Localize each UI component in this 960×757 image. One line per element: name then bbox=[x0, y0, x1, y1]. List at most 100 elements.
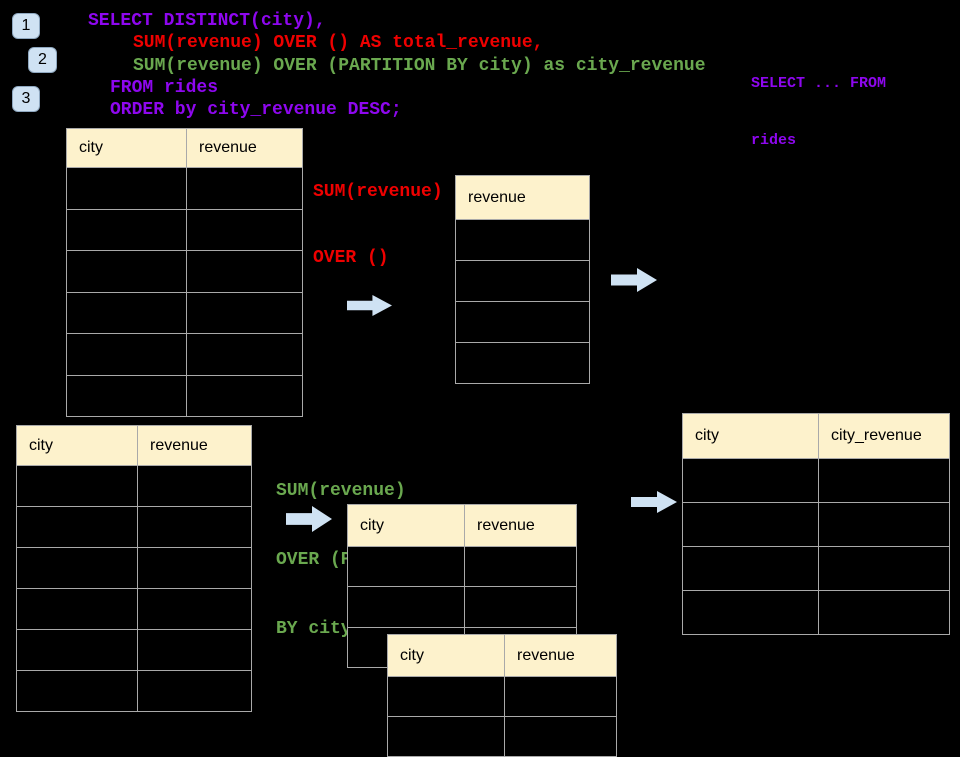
table-row bbox=[683, 546, 949, 590]
table-cell bbox=[137, 630, 251, 670]
table-header-row: city revenue bbox=[17, 426, 251, 465]
table-header-row: city revenue bbox=[388, 635, 616, 676]
table-cell bbox=[456, 220, 589, 260]
right-arrow-icon bbox=[286, 506, 332, 532]
table-row bbox=[17, 588, 251, 629]
column-header-revenue: revenue bbox=[504, 635, 616, 676]
table-cell bbox=[388, 677, 504, 716]
table-cell bbox=[456, 261, 589, 301]
column-header-city: city bbox=[348, 505, 464, 546]
table-cell bbox=[683, 547, 818, 590]
table-cell bbox=[348, 547, 464, 586]
table-cell bbox=[818, 591, 949, 634]
table-cell bbox=[67, 210, 186, 251]
table-row bbox=[348, 546, 576, 587]
column-header-revenue: revenue bbox=[456, 176, 589, 219]
table-header-row: city revenue bbox=[348, 505, 576, 546]
column-header-revenue: revenue bbox=[464, 505, 576, 546]
right-arrow-icon bbox=[347, 295, 392, 316]
column-header-city: city bbox=[17, 426, 137, 465]
table-row bbox=[17, 629, 251, 670]
table-row bbox=[67, 250, 302, 292]
side-note-line: SELECT ... FROM bbox=[751, 75, 887, 92]
side-note: SELECT ... FROM rides bbox=[751, 36, 886, 169]
table-header-row: city revenue bbox=[67, 129, 302, 167]
annotation-line: SUM(revenue) bbox=[276, 481, 406, 501]
table-cell bbox=[818, 503, 949, 546]
total-window-annotation: SUM(revenue) OVER () bbox=[313, 137, 443, 291]
annotation-line: OVER () bbox=[313, 248, 389, 268]
right-arrow-icon bbox=[631, 491, 677, 513]
table-cell bbox=[137, 548, 251, 588]
table-cell bbox=[464, 547, 576, 587]
table-cell bbox=[67, 168, 186, 209]
table-cell bbox=[67, 334, 186, 375]
table-row bbox=[456, 301, 589, 342]
table-row bbox=[683, 502, 949, 546]
table-row bbox=[456, 260, 589, 301]
table-cell bbox=[186, 334, 302, 375]
table-row bbox=[683, 458, 949, 502]
annotation-line: SUM(revenue) bbox=[313, 182, 443, 202]
table-row bbox=[17, 670, 251, 711]
city-revenue-table: city city_revenue bbox=[682, 413, 950, 635]
slide-canvas: { "colors": { "background": "#000000", "… bbox=[12, 11, 950, 757]
table-cell bbox=[818, 547, 949, 590]
column-header-city: city bbox=[683, 414, 818, 458]
table-row bbox=[348, 586, 576, 627]
column-header-revenue: revenue bbox=[137, 426, 251, 465]
right-arrow-icon bbox=[611, 268, 657, 292]
table-cell bbox=[137, 671, 251, 711]
column-header-city: city bbox=[388, 635, 504, 676]
table-cell bbox=[137, 589, 251, 629]
table-cell bbox=[456, 343, 589, 383]
table-row bbox=[67, 167, 302, 209]
column-header-city-revenue: city_revenue bbox=[818, 414, 949, 458]
table-cell bbox=[17, 671, 137, 711]
table-row bbox=[67, 374, 302, 416]
table-cell bbox=[186, 168, 302, 209]
table-cell bbox=[388, 717, 504, 756]
table-row bbox=[388, 676, 616, 716]
sql-line-select: SELECT DISTINCT(city), bbox=[88, 11, 326, 31]
step-badge-3: 3 bbox=[12, 86, 40, 112]
table-cell bbox=[683, 503, 818, 546]
table-row bbox=[67, 208, 302, 251]
table-cell bbox=[504, 717, 616, 756]
partition-table-front: city revenue bbox=[387, 634, 617, 757]
table-row bbox=[456, 219, 589, 260]
sql-line-from: FROM rides bbox=[110, 78, 219, 98]
total-revenue-table: revenue bbox=[455, 175, 590, 384]
table-header-row: city city_revenue bbox=[683, 414, 949, 458]
table-cell bbox=[17, 630, 137, 670]
table-cell bbox=[186, 251, 302, 292]
sql-line-total-revenue: SUM(revenue) OVER () AS total_revenue, bbox=[133, 33, 544, 53]
source-table-bottom: city revenue bbox=[16, 425, 252, 712]
side-note-line: rides bbox=[751, 132, 797, 149]
column-header-city: city bbox=[67, 129, 186, 167]
column-header-revenue: revenue bbox=[186, 129, 302, 167]
source-table-top: city revenue bbox=[66, 128, 303, 417]
sql-line-order-by: ORDER by city_revenue DESC; bbox=[110, 100, 402, 120]
table-header-row: revenue bbox=[456, 176, 589, 219]
table-cell bbox=[67, 251, 186, 292]
table-cell bbox=[137, 466, 251, 506]
table-cell bbox=[683, 591, 818, 634]
table-cell bbox=[818, 459, 949, 502]
table-row bbox=[388, 716, 616, 756]
table-cell bbox=[17, 466, 137, 506]
table-cell bbox=[186, 209, 302, 250]
table-cell bbox=[67, 293, 186, 334]
table-cell bbox=[464, 587, 576, 627]
table-cell bbox=[17, 548, 137, 588]
step-badge-2: 2 bbox=[28, 47, 57, 73]
table-row bbox=[67, 291, 302, 334]
table-row bbox=[456, 342, 589, 383]
table-cell bbox=[683, 459, 818, 502]
table-row bbox=[17, 506, 251, 547]
step-badge-1: 1 bbox=[12, 13, 40, 39]
sql-line-city-revenue: SUM(revenue) OVER (PARTITION BY city) as… bbox=[133, 56, 706, 76]
table-cell bbox=[186, 292, 302, 333]
table-row bbox=[67, 333, 302, 375]
table-row bbox=[17, 547, 251, 588]
